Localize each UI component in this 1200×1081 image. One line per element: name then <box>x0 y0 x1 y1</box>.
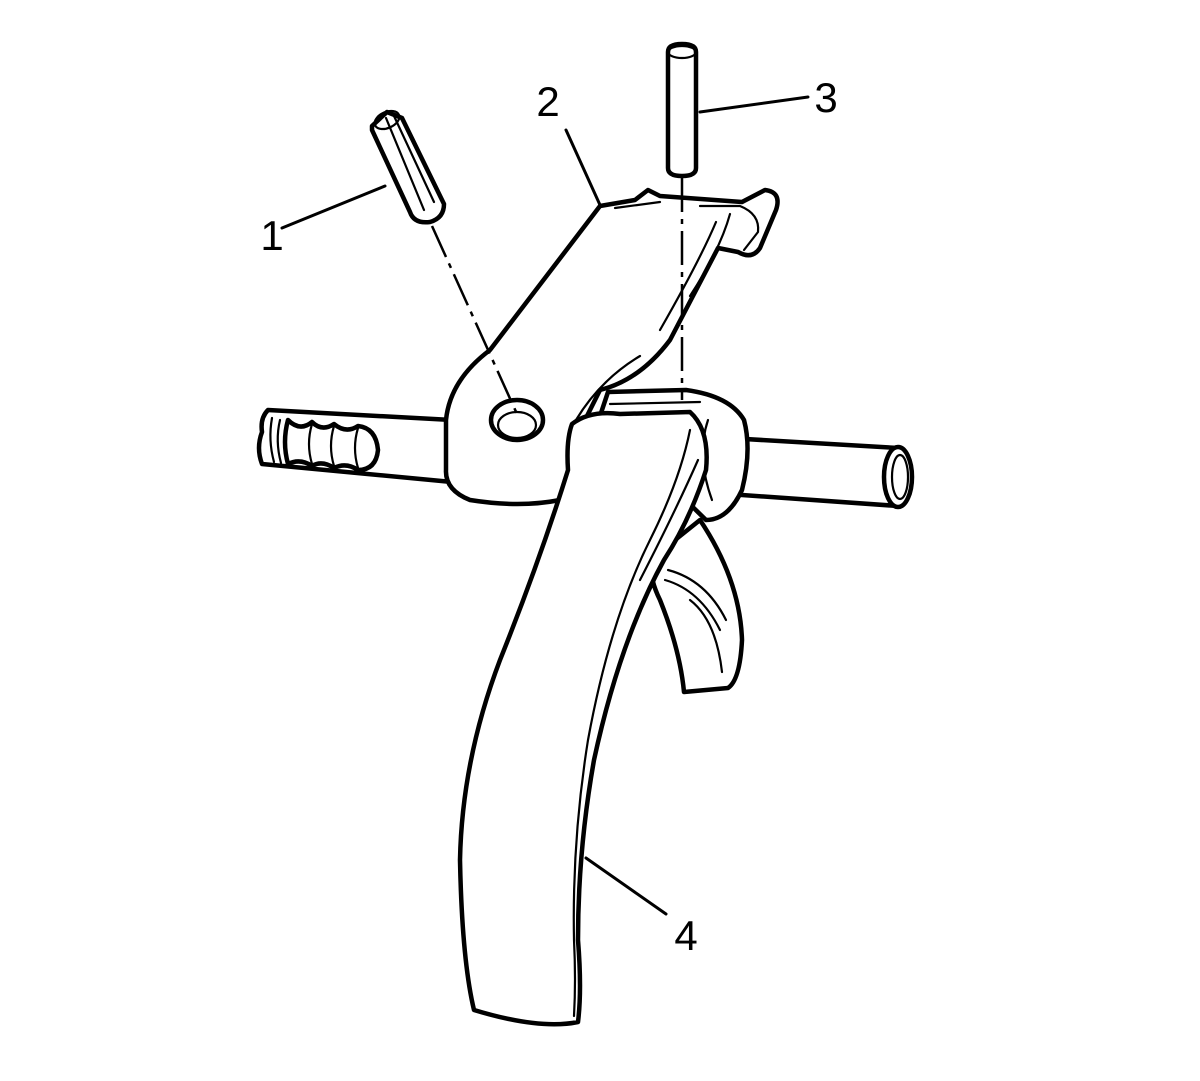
roll-pin <box>369 109 447 225</box>
roll-pin-hole <box>488 397 546 443</box>
callout-3: 3 <box>814 74 837 121</box>
callout-4: 4 <box>674 912 697 959</box>
leader-lines <box>280 95 810 916</box>
shift-rail <box>256 407 915 510</box>
callout-1: 1 <box>260 212 283 259</box>
rail-detent-grooves <box>269 416 381 473</box>
shift-fork <box>457 354 750 1027</box>
assembly-centerlines <box>430 178 684 415</box>
callout-2: 2 <box>536 78 559 125</box>
vertical-pin <box>665 41 699 179</box>
